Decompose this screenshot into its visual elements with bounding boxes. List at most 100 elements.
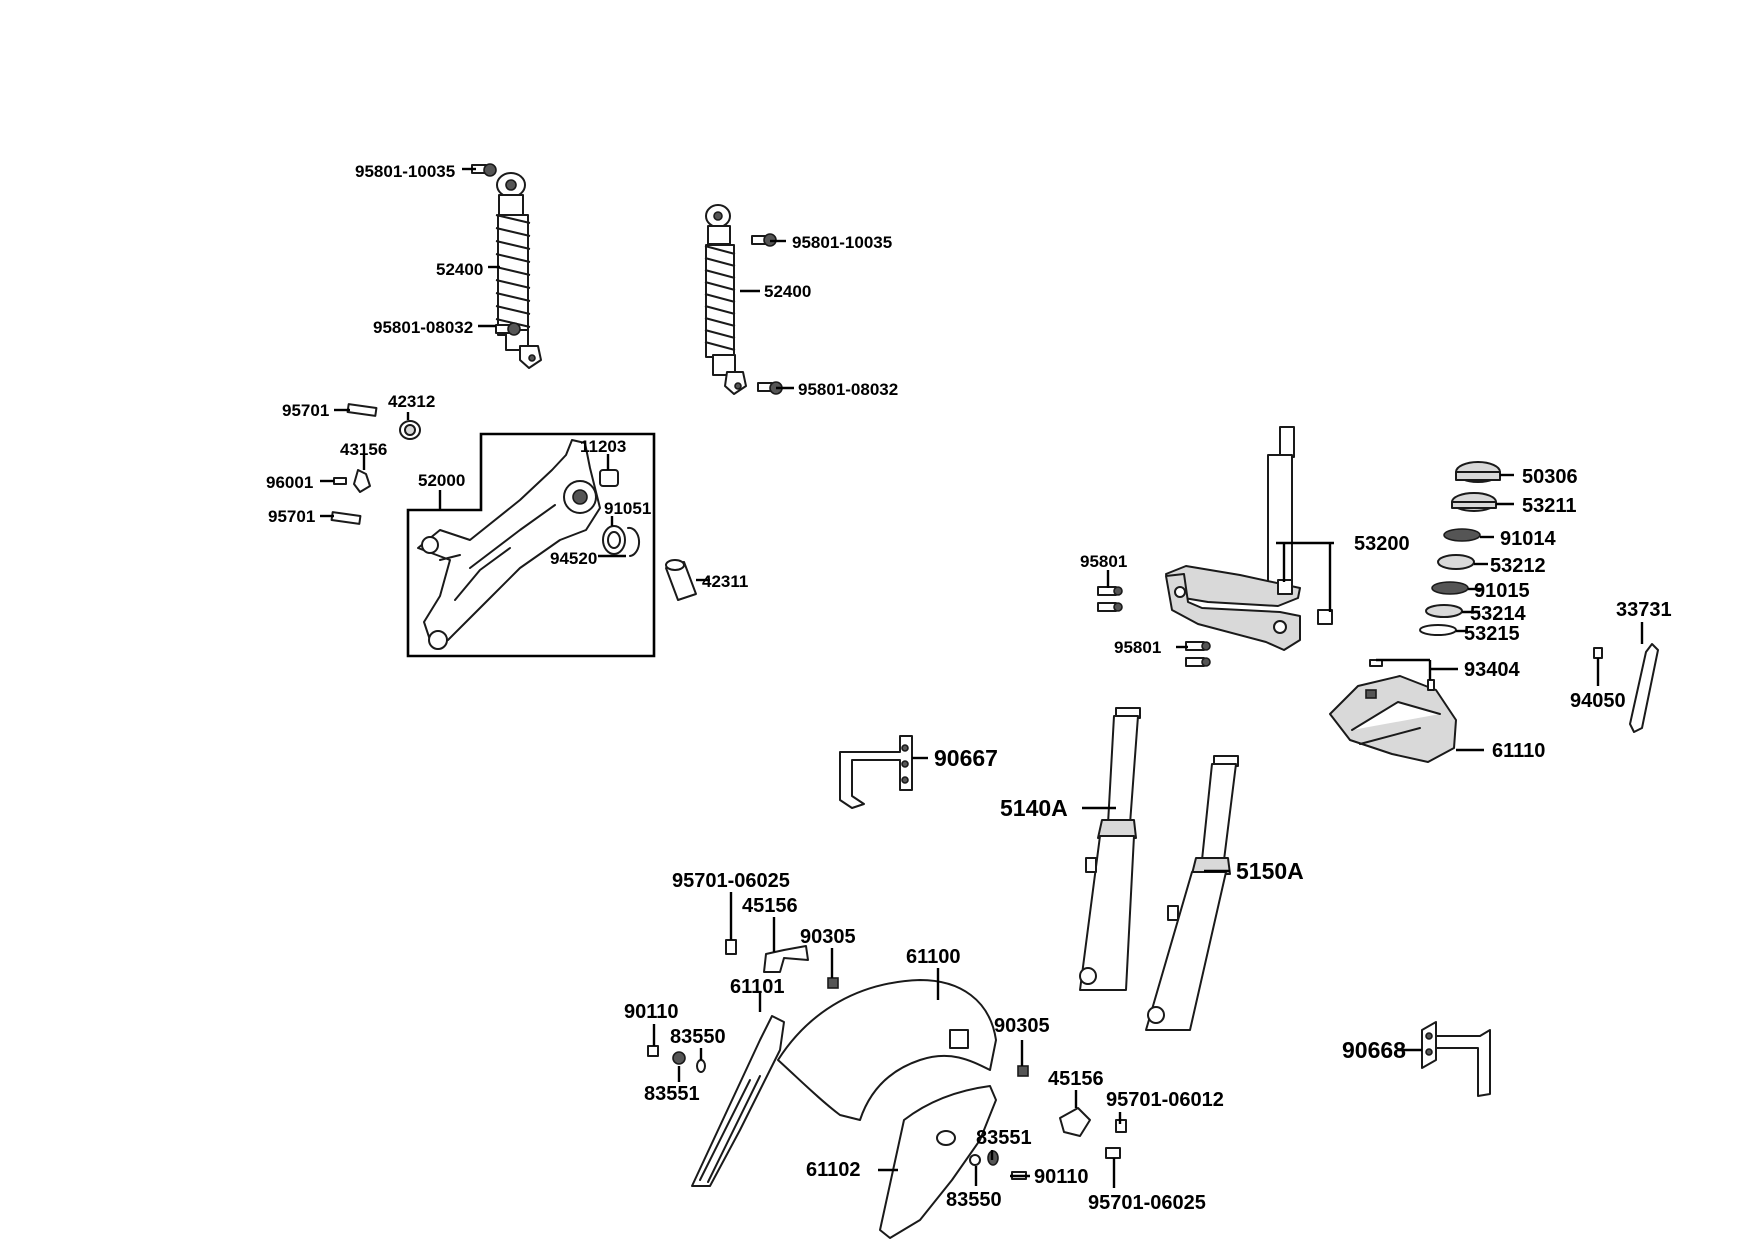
bracket-90667 xyxy=(839,735,913,809)
screw-95701-06025-b xyxy=(1105,1147,1121,1159)
grommet-83551-a xyxy=(672,1051,686,1065)
label-90305-a: 90305 xyxy=(800,926,856,948)
label-90305-b: 90305 xyxy=(994,1015,1050,1037)
label-95801-10035-b: 95801-10035 xyxy=(792,233,892,252)
ball-race-91015 xyxy=(1431,581,1469,595)
label-53214: 53214 xyxy=(1470,603,1526,625)
label-95801-08032-a: 95801-08032 xyxy=(373,318,473,337)
rear-shock-left xyxy=(495,172,542,369)
label-95801-a: 95801 xyxy=(1080,552,1127,571)
label-95701-a: 95701 xyxy=(282,401,329,420)
bolts-95801-lower xyxy=(1185,641,1211,667)
label-5140A: 5140A xyxy=(1000,795,1068,821)
label-90110-b: 90110 xyxy=(1034,1166,1089,1188)
label-94050: 94050 xyxy=(1570,690,1626,712)
clip-53200-a xyxy=(1277,579,1293,595)
bracket-90668 xyxy=(1421,1021,1491,1097)
fork-leg-5150A xyxy=(1145,755,1239,1031)
nut-53211 xyxy=(1451,492,1497,512)
label-50306: 50306 xyxy=(1522,466,1578,488)
bolt-95701-upper xyxy=(346,403,378,417)
ball-race-91014 xyxy=(1443,528,1481,542)
screw-96001 xyxy=(333,477,347,485)
label-61102: 61102 xyxy=(806,1159,861,1181)
bolts-95801-upper xyxy=(1097,586,1123,612)
label-90668: 90668 xyxy=(1342,1037,1406,1063)
reflector-33731 xyxy=(1629,643,1659,733)
label-61100: 61100 xyxy=(906,946,961,968)
fender-insert-61102 xyxy=(879,1085,997,1239)
bracket-43156 xyxy=(353,469,371,493)
label-95701-06025-b: 95701-06025 xyxy=(1088,1192,1206,1214)
label-61110: 61110 xyxy=(1492,740,1545,762)
washer-53215 xyxy=(1419,624,1457,636)
label-45156-a: 45156 xyxy=(742,895,798,917)
label-33731: 33731 xyxy=(1616,599,1672,621)
screw-94050 xyxy=(1593,647,1603,659)
bearing-91051 xyxy=(602,525,626,555)
screw-90110-a xyxy=(647,1045,659,1057)
leader-lines xyxy=(320,167,1644,1188)
label-52400-b: 52400 xyxy=(764,282,811,301)
bushing-11203 xyxy=(599,469,619,487)
label-61101: 61101 xyxy=(730,976,785,998)
cone-53214 xyxy=(1425,604,1463,618)
bracket-61110 xyxy=(1329,675,1457,763)
bolt-95801-08032-left xyxy=(495,322,521,336)
label-83551-b: 83551 xyxy=(976,1127,1032,1149)
label-83551-a: 83551 xyxy=(644,1083,700,1105)
label-90667: 90667 xyxy=(934,745,998,771)
rear-shock-center xyxy=(704,204,747,395)
label-5150A: 5150A xyxy=(1236,858,1304,884)
label-95801-10035-a: 95801-10035 xyxy=(355,162,455,181)
mud-guard-61101 xyxy=(691,1015,785,1187)
clip-53200-b xyxy=(1317,609,1333,625)
swingarm-52000 xyxy=(417,439,601,650)
part-labels: 95801-10035 52400 95801-08032 95801-1003… xyxy=(266,162,1672,1214)
label-53212: 53212 xyxy=(1490,555,1546,577)
label-95701-b: 95701 xyxy=(268,507,315,526)
clip-45156-b xyxy=(1059,1107,1091,1137)
nut-50306 xyxy=(1455,461,1501,483)
collar-42311 xyxy=(665,559,697,601)
label-95701-06012: 95701-06012 xyxy=(1106,1089,1224,1111)
label-91015: 91015 xyxy=(1474,580,1530,602)
label-91051: 91051 xyxy=(604,499,651,518)
label-83550-a: 83550 xyxy=(670,1026,726,1048)
label-53211: 53211 xyxy=(1522,495,1577,517)
front-fender-61100 xyxy=(777,979,997,1121)
washer-83550-a xyxy=(696,1059,706,1073)
label-53200: 53200 xyxy=(1354,533,1410,555)
label-43156: 43156 xyxy=(340,440,387,459)
fork-leg-5140A xyxy=(1079,707,1141,991)
steering-stem-53200 xyxy=(1165,426,1301,651)
clip-45156-a xyxy=(763,945,809,973)
label-95801-b: 95801 xyxy=(1114,638,1161,657)
label-52400-a: 52400 xyxy=(436,260,483,279)
screw-95701-06025-a xyxy=(725,939,737,955)
label-93404: 93404 xyxy=(1464,659,1520,681)
label-52000: 52000 xyxy=(418,471,465,490)
label-95801-08032-b: 95801-08032 xyxy=(798,380,898,399)
label-90110-a: 90110 xyxy=(624,1001,679,1023)
label-11203: 11203 xyxy=(580,437,626,456)
bolt-95701-lower xyxy=(330,511,362,525)
label-42311: 42311 xyxy=(702,572,748,591)
circlip-94520 xyxy=(627,526,641,557)
label-96001: 96001 xyxy=(266,473,313,492)
label-45156-b: 45156 xyxy=(1048,1068,1104,1090)
cone-53212 xyxy=(1437,554,1475,570)
nut-90305-b xyxy=(1017,1065,1029,1077)
label-42312: 42312 xyxy=(388,392,435,411)
swingarm-frame-box xyxy=(406,432,656,658)
label-83550-b: 83550 xyxy=(946,1189,1002,1211)
label-95701-06025-a: 95701-06025 xyxy=(672,870,790,892)
label-53215: 53215 xyxy=(1464,623,1520,645)
washer-83550-b xyxy=(969,1154,981,1166)
label-91014: 91014 xyxy=(1500,528,1556,550)
nut-90305-a xyxy=(827,977,839,989)
label-94520: 94520 xyxy=(550,549,597,568)
collar-42312 xyxy=(399,420,421,440)
